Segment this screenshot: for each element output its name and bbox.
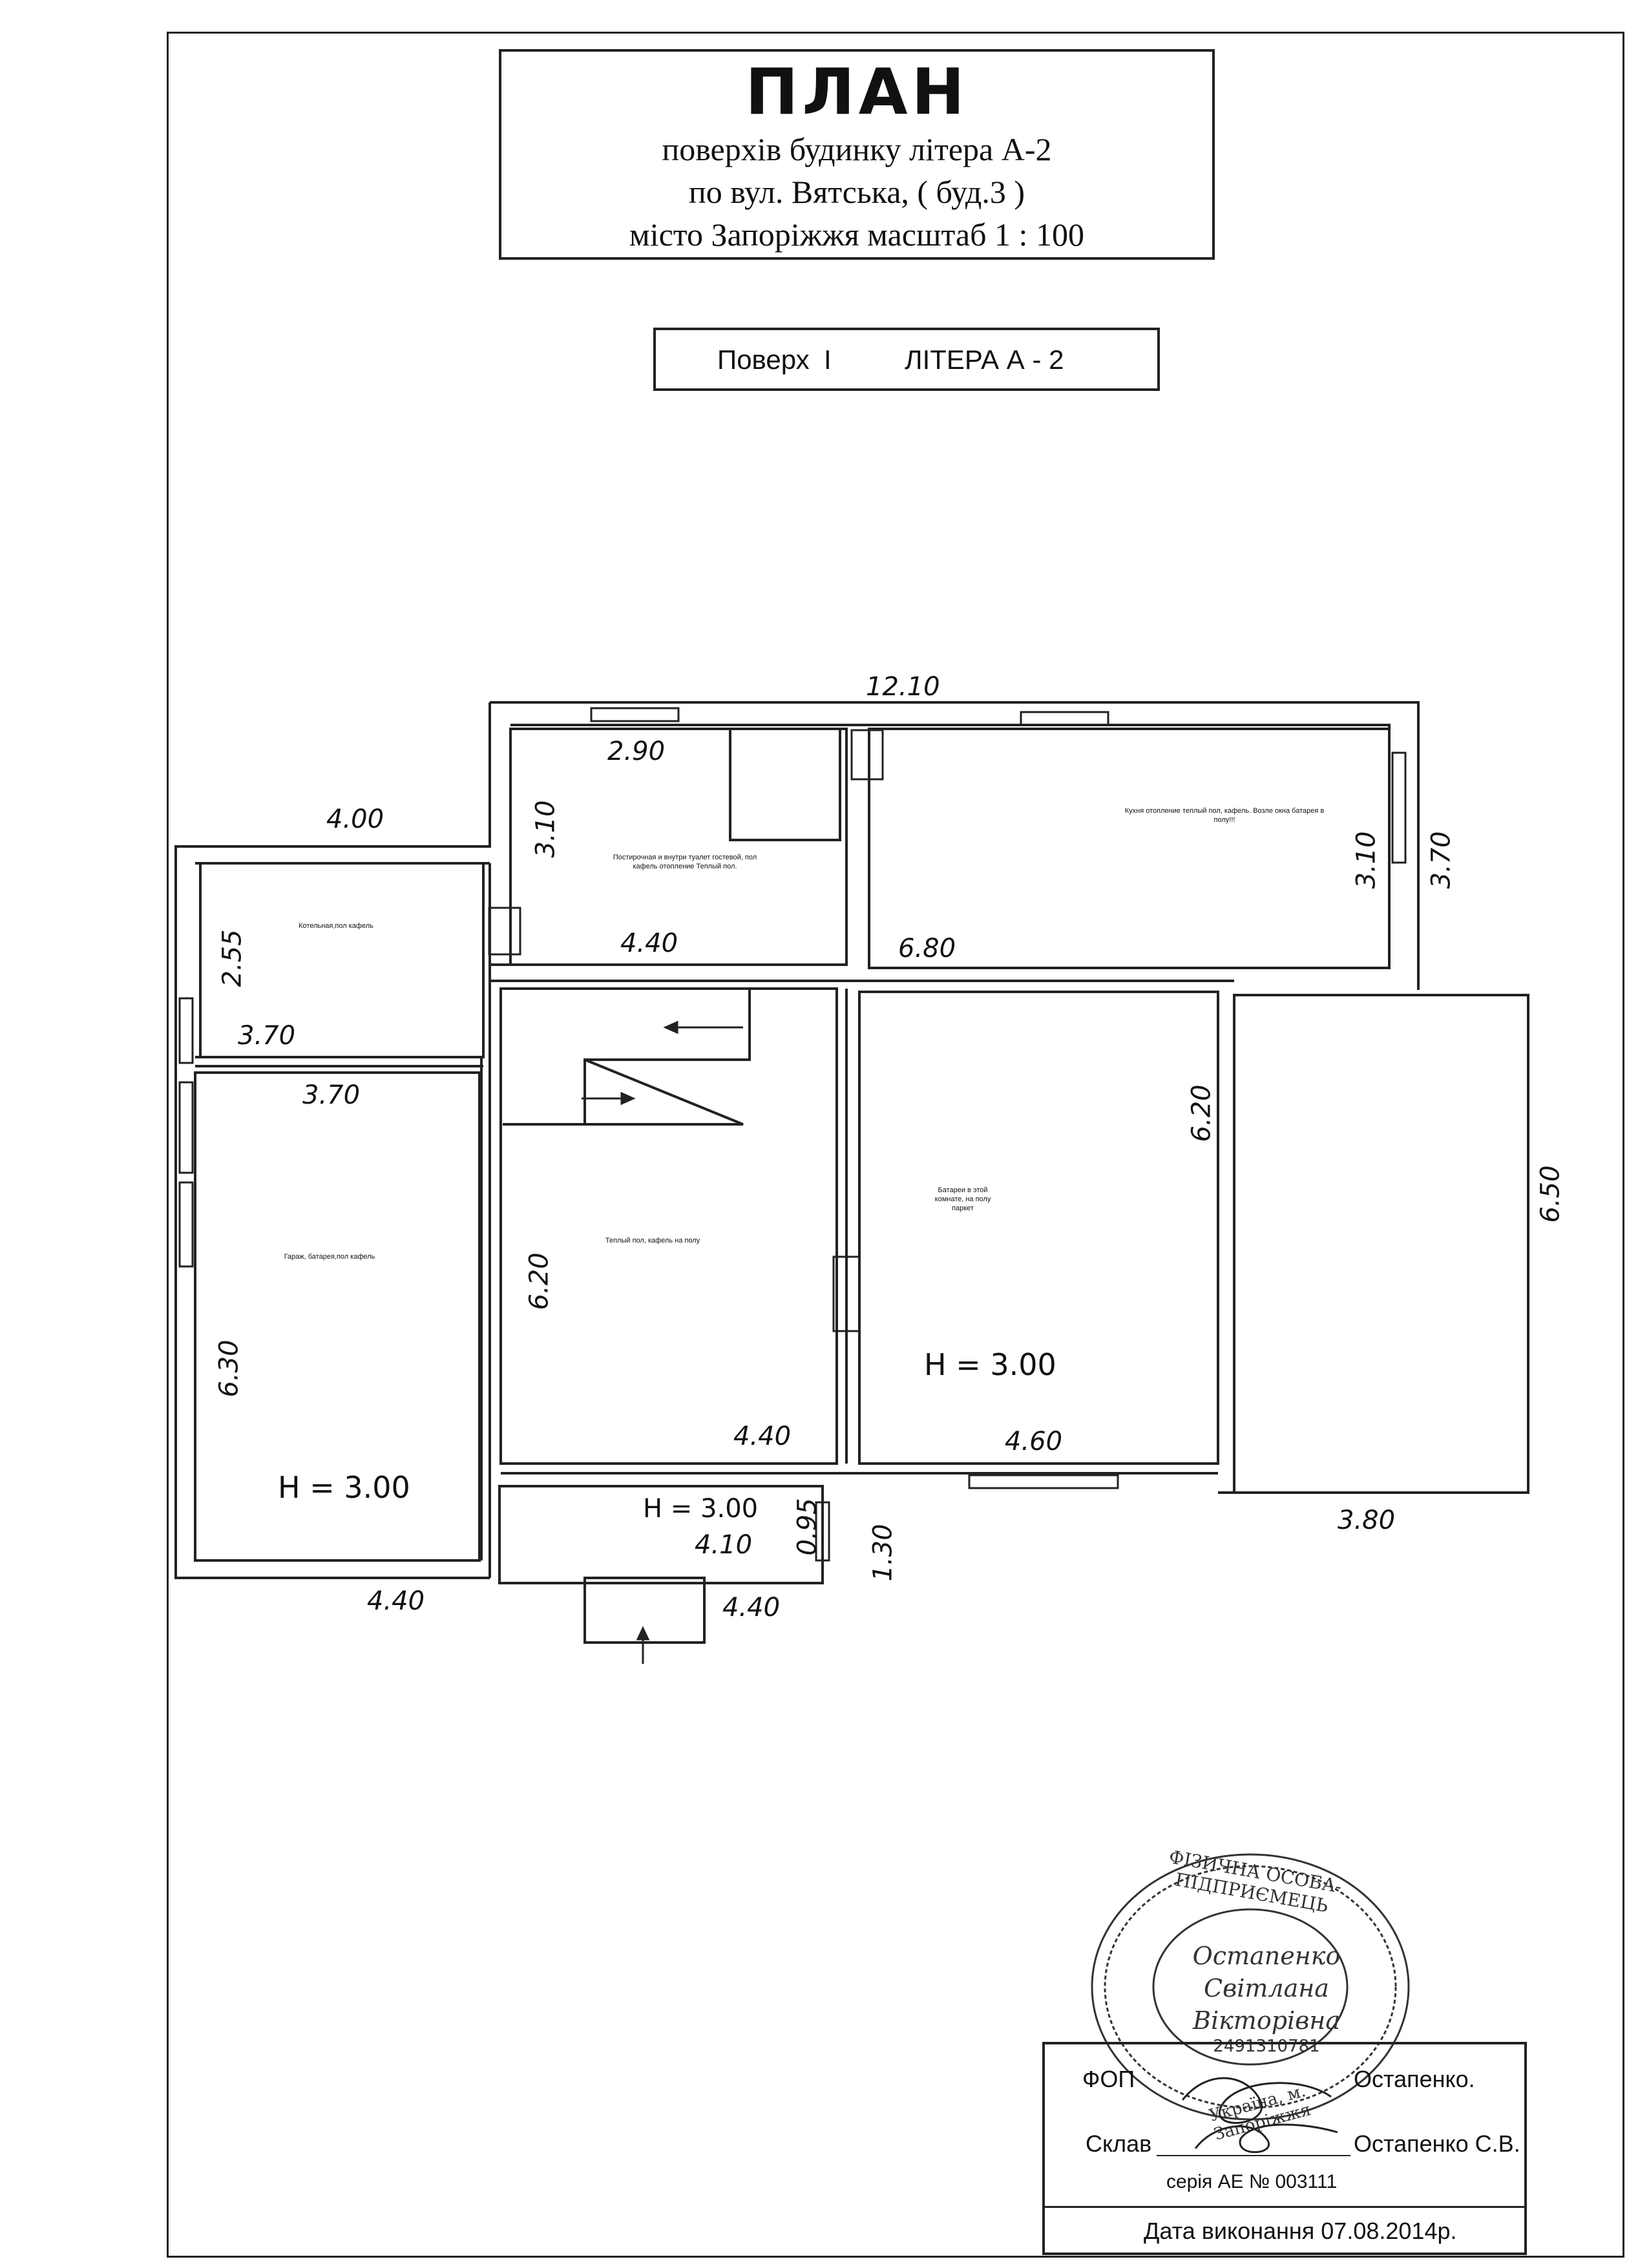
title-line-2: по вул. Вятська, ( буд.3 )	[688, 174, 1025, 210]
room-toilet	[509, 728, 848, 966]
seal-code: 2491310781	[1213, 2037, 1320, 2056]
floor-letter: ЛІТЕРА А - 2	[905, 344, 1064, 375]
dim-room2-bottom: 4.40	[620, 929, 678, 958]
dim-big-room-height: 6.20	[1186, 1084, 1217, 1142]
window	[815, 1501, 830, 1562]
series-number: серія АЕ № 003111	[1166, 2171, 1338, 2192]
outer-wall	[174, 702, 491, 1579]
room-garage	[194, 1071, 481, 1562]
title-line-1: поверхів будинку літера А-2	[662, 131, 1052, 167]
note-boiler: Котельная,пол кафель	[299, 922, 373, 930]
fop-name: Остапенко.	[1354, 2066, 1475, 2092]
dim-boiler-height: 2.55	[217, 929, 247, 987]
dim-porch-height: 0.95	[792, 1498, 823, 1556]
dim-left-wing-top: 4.00	[326, 804, 384, 834]
dim-porch-width: 4.10	[695, 1530, 753, 1560]
window	[968, 1474, 1119, 1489]
completion-date: Дата виконання 07.08.2014р.	[1144, 2218, 1457, 2244]
room-kitchen	[868, 728, 1391, 969]
dim-right-room-height: 6.50	[1535, 1165, 1566, 1223]
made-label: Склав	[1086, 2130, 1152, 2157]
tile-marker	[488, 907, 521, 956]
official-seal	[1091, 1853, 1410, 2121]
dim-porch-outer: 1.30	[868, 1524, 898, 1582]
room-right	[1233, 994, 1529, 1494]
seal-name-1: Остапенко	[1192, 1942, 1341, 1970]
signature-line	[1157, 2155, 1350, 2156]
note-kitchen: Кухня отопление теплый пол, кафель. Возл…	[1124, 807, 1325, 824]
page-border	[167, 32, 1624, 2258]
title-block: ПЛАН поверхів будинку літера А-2 по вул.…	[499, 49, 1215, 260]
handwritten-signature	[1181, 2077, 1338, 2154]
window	[178, 997, 194, 1064]
dim-hall-height: 6.20	[524, 1252, 554, 1310]
window	[590, 707, 680, 722]
dim-big-room-width: 4.60	[1005, 1427, 1063, 1456]
floor-label-box: Поверх I ЛІТЕРА А - 2	[653, 328, 1160, 391]
tile-marker	[850, 729, 884, 781]
dim-hall-width: 4.40	[733, 1422, 792, 1451]
fop-label: ФОП	[1082, 2066, 1135, 2092]
dim-kitchen-width: 6.80	[898, 934, 956, 963]
note-garage: Гараж, батарея,пол кафель	[284, 1253, 375, 1261]
floor-number: I	[824, 344, 832, 375]
divider	[1045, 2206, 1524, 2208]
window	[178, 1181, 194, 1268]
window	[1391, 751, 1407, 864]
note-hall: Теплый пол, кафель на полу	[605, 1237, 700, 1244]
note-big-room: Батареи в этой комнате, на полу паркет	[934, 1186, 991, 1212]
outer-wall	[490, 701, 1420, 990]
dim-garage-height: 6.30	[214, 1339, 244, 1398]
title-line-3: місто Запоріжжя масштаб 1 : 100	[629, 216, 1084, 253]
height-garage: Н = 3.00	[278, 1470, 410, 1505]
dim-bottom-left: 4.40	[367, 1586, 425, 1616]
page-title: ПЛАН	[745, 56, 969, 129]
porch-steps	[583, 1577, 706, 1644]
dim-bottom-mid: 4.40	[722, 1593, 781, 1622]
made-name: Остапенко С.В.	[1354, 2130, 1520, 2157]
tile-marker	[832, 1255, 861, 1332]
room-porch	[498, 1485, 824, 1584]
note-toilet: Постирочная и внутри туалет гостевой, по…	[613, 854, 757, 870]
floor-label: Поверх	[717, 344, 810, 375]
height-big-room: Н = 3.00	[924, 1347, 1056, 1382]
seal-name-3: Вікторівна	[1193, 2006, 1340, 2035]
window	[178, 1081, 194, 1174]
dim-room2-height: 3.10	[530, 800, 561, 858]
dim-kitchen-height-left: 3.10	[1351, 831, 1381, 889]
dim-top-total: 12.10	[866, 672, 940, 702]
window	[1020, 711, 1109, 726]
room-main	[858, 991, 1219, 1465]
dim-right-room-width: 3.80	[1338, 1506, 1396, 1535]
seal-name-2: Світлана	[1204, 1974, 1329, 2002]
height-porch: Н = 3.00	[643, 1494, 759, 1524]
dim-garage-top: 3.70	[302, 1080, 361, 1110]
dim-room2-width: 2.90	[607, 737, 666, 766]
dim-kitchen-height-right: 3.70	[1426, 831, 1456, 889]
dim-boiler-width: 3.70	[238, 1021, 296, 1051]
signature-block	[1042, 2042, 1527, 2255]
